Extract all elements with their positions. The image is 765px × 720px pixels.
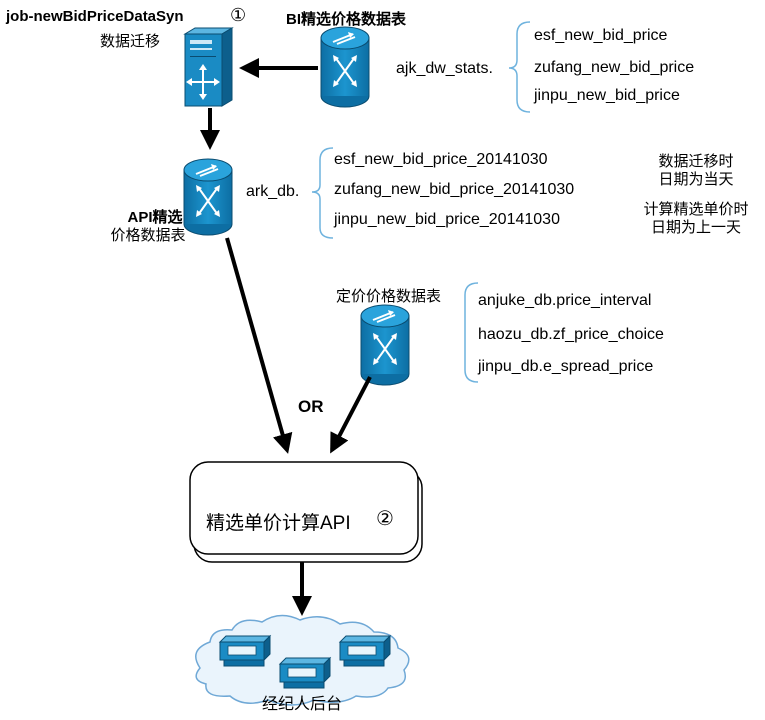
pricing-table: anjuke_db.price_interval xyxy=(478,292,652,309)
server-icon xyxy=(183,27,234,107)
job-name: job-newBidPriceDataSyn xyxy=(6,8,184,25)
note-calc-line1: 计算精选单价时 xyxy=(643,201,749,218)
api-table: jinpu_new_bid_price_20141030 xyxy=(334,211,560,228)
api-title-line1: API精选 xyxy=(127,209,183,226)
terminal-icon xyxy=(278,656,332,689)
api-tables-brace xyxy=(311,147,334,239)
note-migration-line1: 数据迁移时 xyxy=(658,153,734,170)
note-migration-line2: 日期为当天 xyxy=(658,171,734,188)
api-box-label: 精选单价计算API xyxy=(206,513,351,534)
bi-table: zufang_new_bid_price xyxy=(534,59,695,76)
bi-table: jinpu_new_bid_price xyxy=(534,87,680,104)
terminals-group xyxy=(218,634,392,689)
or-label: OR xyxy=(298,397,324,416)
api-db-name: ark_db. xyxy=(246,183,300,200)
pricing-title: 定价价格数据表 xyxy=(336,288,442,305)
job-marker: ① xyxy=(230,5,247,25)
backend-label: 经纪人后台 xyxy=(261,696,342,713)
note-calc-line2: 日期为上一天 xyxy=(650,219,741,236)
pricing-database-icon xyxy=(360,304,410,386)
bi-tables-brace xyxy=(508,21,531,113)
bi-title: BI精选价格数据表 xyxy=(286,11,407,28)
api-title-line2: 价格数据表 xyxy=(110,227,186,244)
api-box-marker: ② xyxy=(376,508,394,530)
bi-database-icon xyxy=(320,26,370,108)
terminal-icon xyxy=(338,634,392,667)
pricing-tables-brace xyxy=(464,282,479,383)
api-table: zufang_new_bid_price_20141030 xyxy=(334,181,575,198)
api-database-icon xyxy=(183,158,233,236)
bi-table: esf_new_bid_price xyxy=(534,27,668,44)
pricing-table: jinpu_db.e_spread_price xyxy=(478,358,654,375)
api-box-shape xyxy=(189,461,423,563)
terminal-icon xyxy=(218,634,272,667)
api-table: esf_new_bid_price_20141030 xyxy=(334,151,548,168)
pricing-table: haozu_db.zf_price_choice xyxy=(478,326,664,343)
arrow-pricing-to-api xyxy=(330,376,372,454)
job-subtitle: 数据迁移 xyxy=(100,33,161,50)
arrow-api-db-to-api xyxy=(225,237,293,454)
bi-db-name: ajk_dw_stats. xyxy=(396,60,493,77)
